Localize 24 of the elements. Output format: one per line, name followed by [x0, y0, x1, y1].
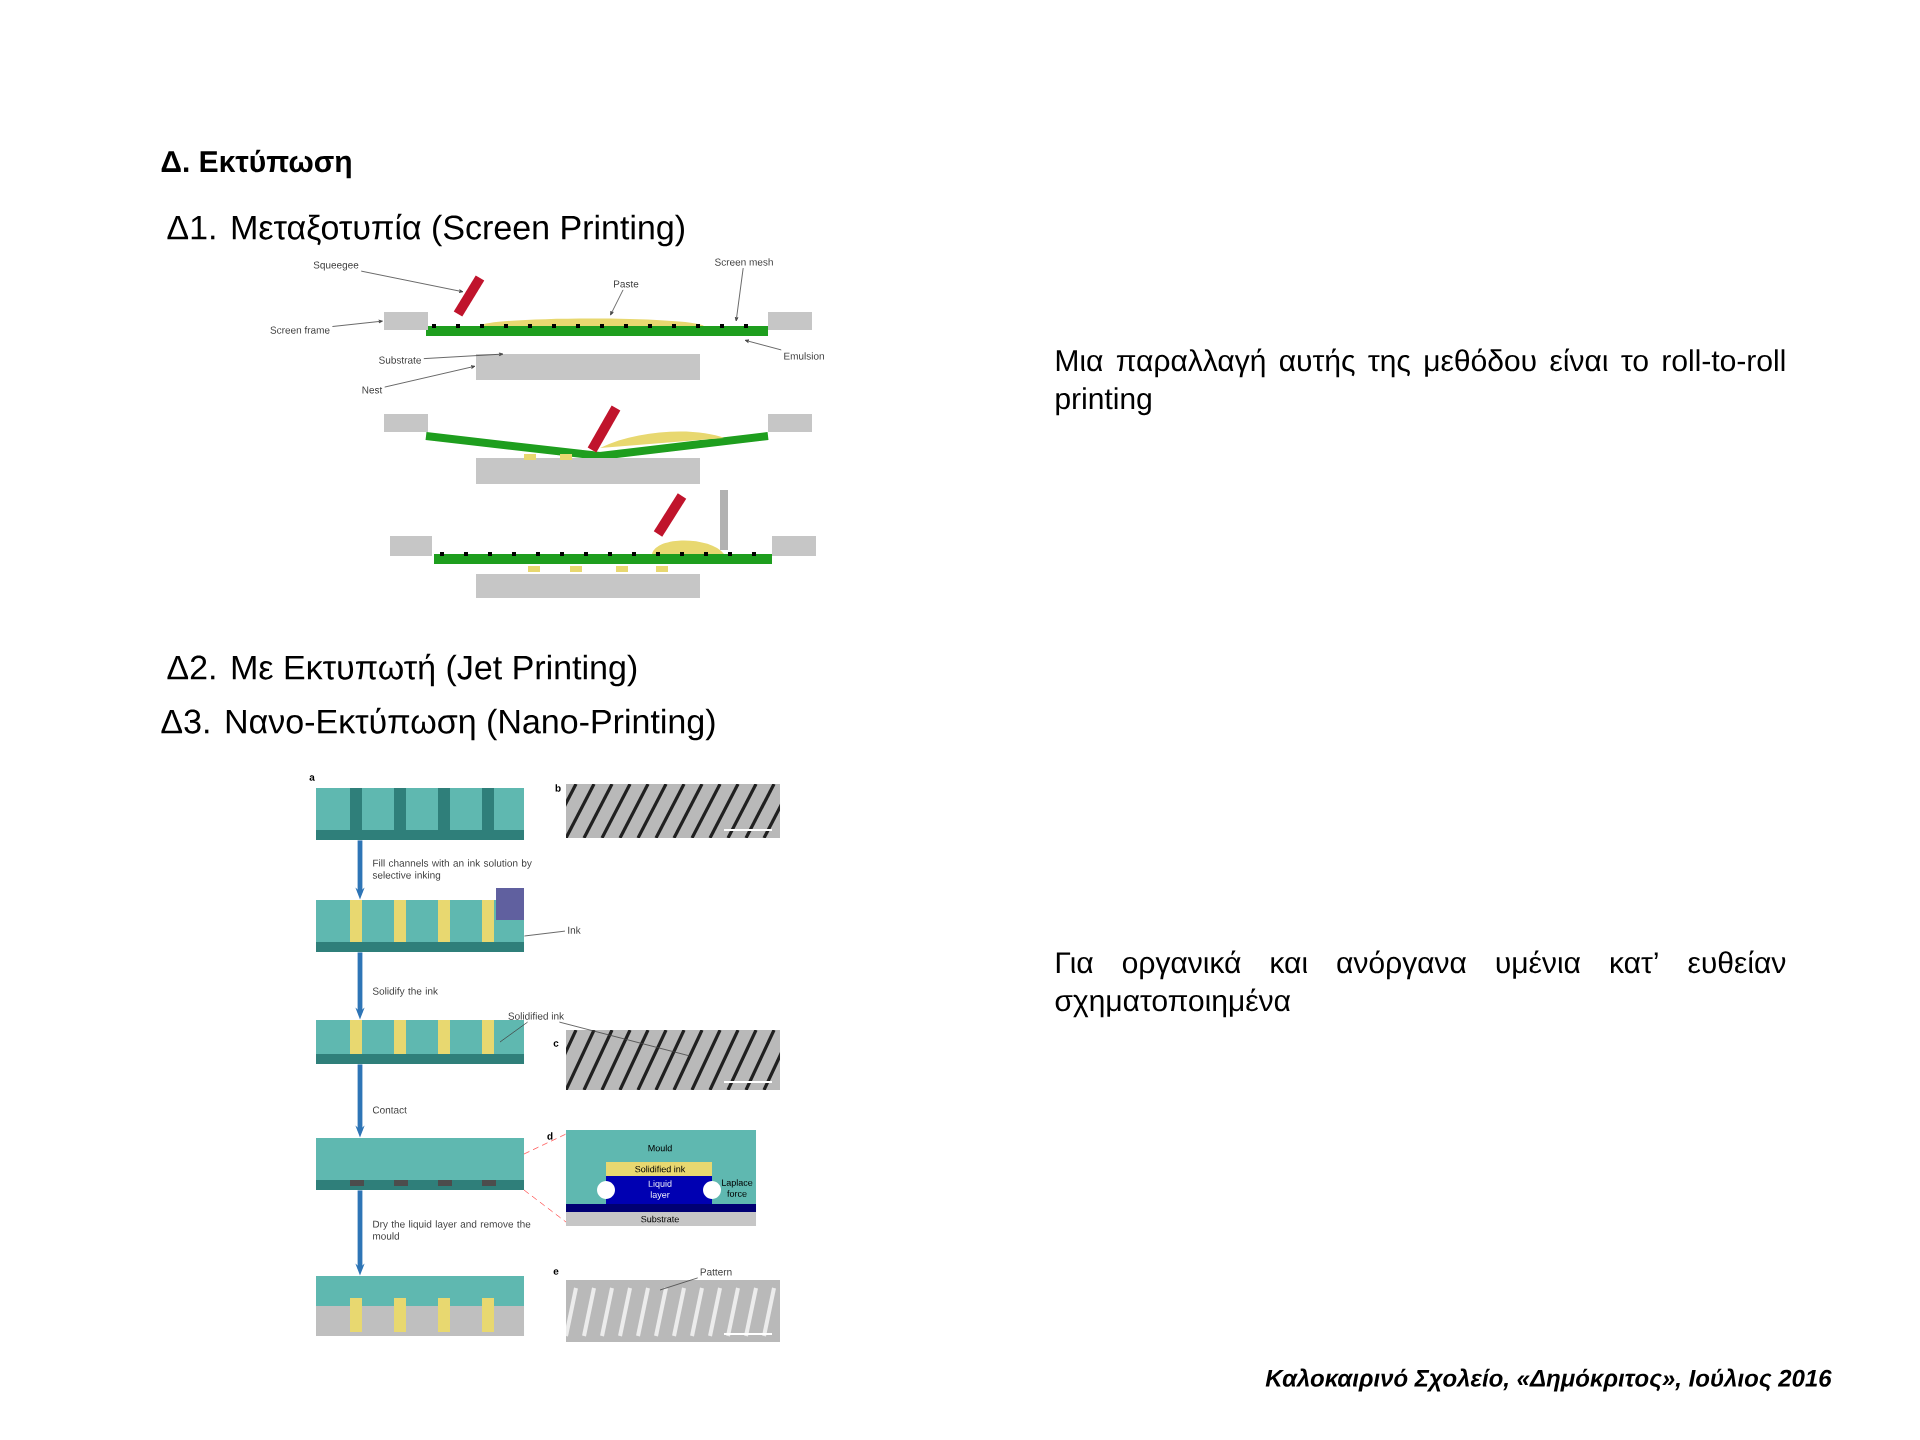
leader-line	[423, 352, 504, 360]
leader-line	[659, 1277, 699, 1291]
leader-line	[360, 270, 464, 293]
leader-line	[744, 339, 782, 351]
leader-line	[559, 1021, 691, 1057]
leader-line	[524, 930, 566, 937]
mould-drawing	[316, 1020, 524, 1064]
footer-text: Καλοκαιρινό Σχολείο, «Δημόκριτος», Ιούλιος 2016	[1265, 1368, 1832, 1392]
section-heading: Δ2. Με Εκτυπωτή (Jet Printing)	[167, 653, 637, 687]
slide-title: Δ. Εκτύπωση	[161, 149, 351, 179]
mould-drawing	[316, 1138, 524, 1190]
leader-line	[734, 267, 744, 322]
mould-drawing	[316, 888, 524, 952]
body-text: Μια παραλλαγή αυτής της μεθόδου είναι το roll-to-roll printing	[1056, 348, 1785, 416]
mould-drawing	[316, 788, 524, 840]
section-heading: Δ3. Νανο-Εκτύπωση (Nano-Printing)	[161, 707, 715, 741]
body-text: Για οργανικά και ανόργανα υμένια κατ’ ευθείαν σχηματοποιημένα	[1055, 950, 1786, 1018]
screen-frame	[384, 312, 428, 330]
leader-line	[499, 1021, 528, 1043]
mould-drawing	[316, 1276, 524, 1336]
leader-line	[332, 319, 383, 327]
leader-line	[610, 289, 624, 316]
section-heading: Δ1. Μεταξοτυπία (Screen Printing)	[167, 213, 684, 247]
leader-line	[384, 365, 476, 388]
